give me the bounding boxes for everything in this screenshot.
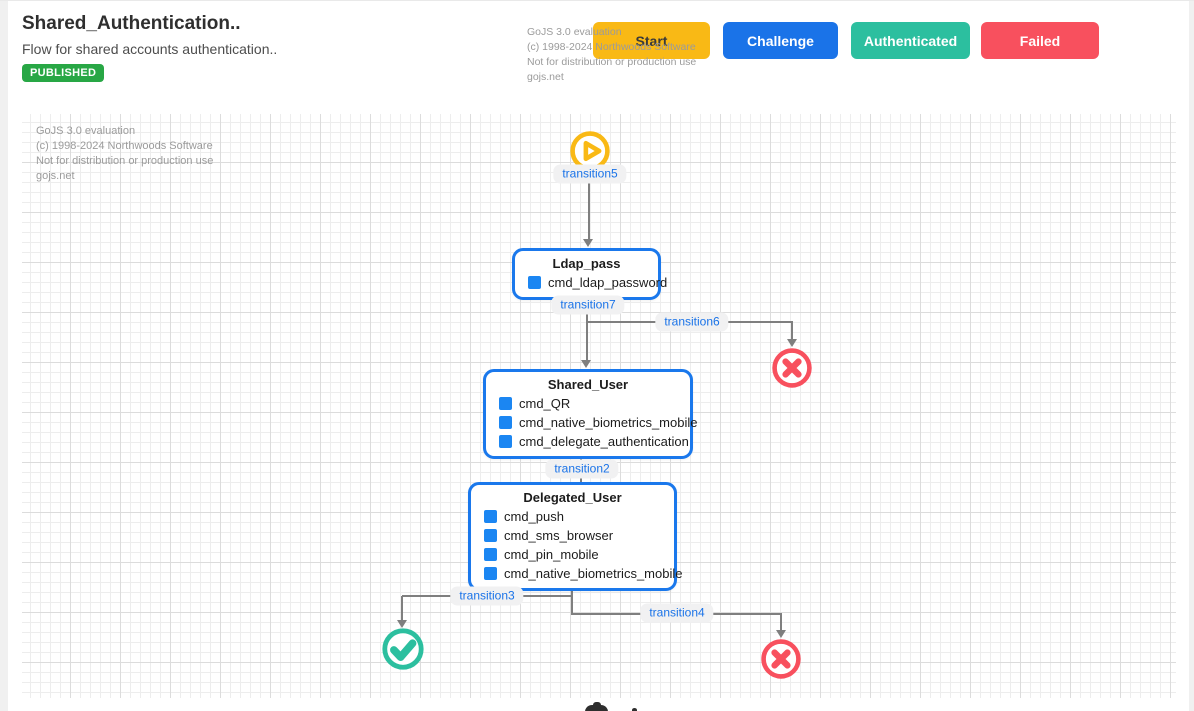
link-delegated-feed bbox=[571, 586, 573, 615]
page-title: Shared_Authentication.. bbox=[22, 13, 241, 34]
link-transition4-vertical bbox=[780, 614, 782, 631]
transition-label-transition2[interactable]: transition2 bbox=[545, 459, 619, 479]
transition-label-transition4[interactable]: transition4 bbox=[640, 603, 714, 623]
command-square-icon bbox=[484, 567, 497, 580]
command-label: cmd_pin_mobile bbox=[504, 547, 599, 562]
transition-label-transition7[interactable]: transition7 bbox=[551, 295, 625, 315]
command-square-icon bbox=[499, 435, 512, 448]
check-circle-icon bbox=[382, 628, 424, 670]
command-label: cmd_native_biometrics_mobile bbox=[519, 415, 698, 430]
command-row[interactable]: cmd_pin_mobile bbox=[484, 547, 664, 562]
link-ldap-to-shared bbox=[586, 295, 588, 361]
command-row[interactable]: cmd_native_biometrics_mobile bbox=[484, 566, 682, 581]
link-transition3-vertical bbox=[401, 596, 403, 621]
command-square-icon bbox=[484, 548, 497, 561]
command-square-icon bbox=[484, 510, 497, 523]
authenticated-node[interactable] bbox=[380, 626, 426, 672]
node-title: Shared_User bbox=[547, 377, 629, 392]
link-transition6-vertical bbox=[791, 322, 793, 340]
play-icon bbox=[570, 131, 610, 171]
cutoff-icon-dot bbox=[632, 708, 637, 711]
link-start-to-ldap bbox=[588, 171, 590, 241]
command-row[interactable]: cmd_ldap_password bbox=[528, 275, 667, 290]
command-label: cmd_QR bbox=[519, 396, 571, 411]
arrowhead-into-failed-bottom bbox=[776, 630, 786, 638]
command-row[interactable]: cmd_push bbox=[484, 509, 664, 524]
command-row[interactable]: cmd_sms_browser bbox=[484, 528, 664, 543]
cutoff-icon-top bbox=[593, 702, 601, 706]
x-circle-icon bbox=[772, 348, 812, 388]
watermark-line: gojs.net bbox=[527, 71, 564, 83]
right-gutter bbox=[1189, 1, 1194, 711]
legend-authenticated-button[interactable]: Authenticated bbox=[851, 22, 970, 59]
node-shared-user[interactable]: Shared_User cmd_QR cmd_native_biometrics… bbox=[483, 369, 697, 459]
command-row[interactable]: cmd_native_biometrics_mobile bbox=[499, 415, 697, 430]
command-label: cmd_push bbox=[504, 509, 564, 524]
status-badge: PUBLISHED bbox=[22, 64, 105, 82]
command-label: cmd_native_biometrics_mobile bbox=[504, 566, 683, 581]
command-label: cmd_ldap_password bbox=[548, 275, 668, 290]
node-title: Ldap_pass bbox=[552, 256, 621, 271]
command-square-icon bbox=[499, 397, 512, 410]
legend-failed-button[interactable]: Failed bbox=[981, 22, 1099, 59]
transition-label-transition5[interactable]: transition5 bbox=[553, 164, 627, 184]
start-node-icon[interactable] bbox=[568, 129, 612, 173]
cutoff-icon-dome bbox=[585, 705, 608, 711]
transition-label-transition3[interactable]: transition3 bbox=[450, 586, 524, 606]
legend-start-button[interactable]: Start bbox=[593, 22, 710, 59]
x-circle-icon bbox=[761, 639, 801, 679]
failed-node-top[interactable] bbox=[770, 346, 814, 390]
command-square-icon bbox=[528, 276, 541, 289]
failed-node-bottom[interactable] bbox=[759, 637, 803, 681]
command-square-icon bbox=[484, 529, 497, 542]
node-ldap-pass[interactable]: Ldap_pass cmd_ldap_password bbox=[512, 248, 667, 300]
node-delegated-user[interactable]: Delegated_User cmd_push cmd_sms_browser … bbox=[468, 482, 682, 591]
arrowhead-into-shared bbox=[581, 360, 591, 368]
arrowhead-into-ldap bbox=[583, 239, 593, 247]
arrowhead-into-failed-top bbox=[787, 339, 797, 347]
transition-label-transition6[interactable]: transition6 bbox=[655, 312, 729, 332]
arrowhead-into-authenticated bbox=[397, 620, 407, 628]
left-gutter bbox=[0, 1, 8, 711]
page-subtitle: Flow for shared accounts authentication.… bbox=[22, 41, 278, 57]
node-title: Delegated_User bbox=[523, 490, 622, 505]
command-label: cmd_sms_browser bbox=[504, 528, 614, 543]
command-row[interactable]: cmd_delegate_authentication bbox=[499, 434, 689, 449]
command-square-icon bbox=[499, 416, 512, 429]
command-row[interactable]: cmd_QR bbox=[499, 396, 680, 411]
command-label: cmd_delegate_authentication bbox=[519, 434, 689, 449]
legend-challenge-button[interactable]: Challenge bbox=[723, 22, 838, 59]
